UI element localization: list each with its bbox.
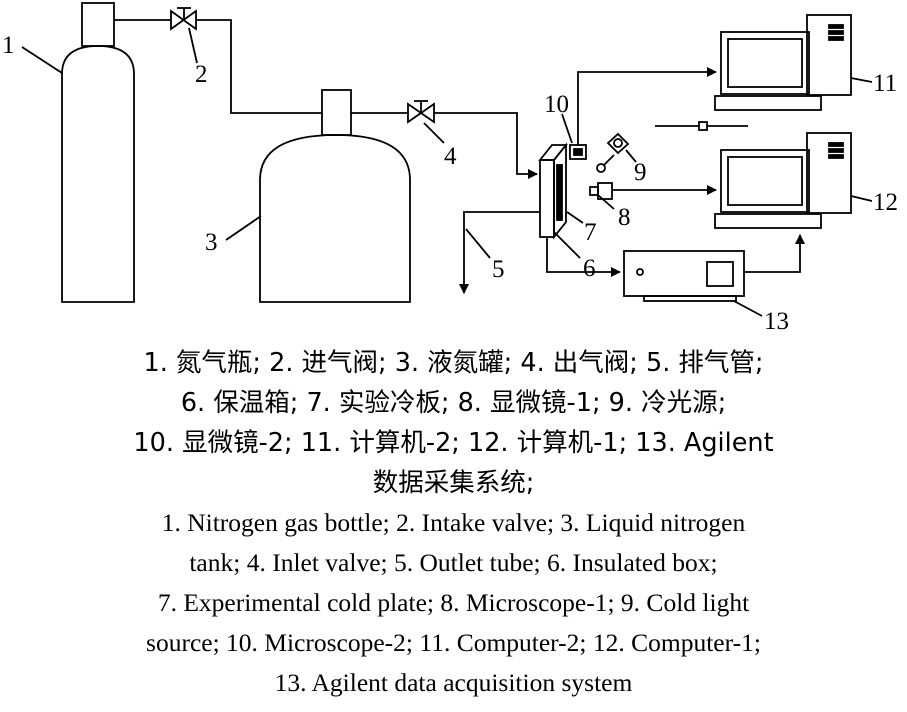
- pipe-valve-to-box: [434, 112, 538, 179]
- signal-line-box-to-agilent: [546, 237, 621, 277]
- leader-11: [850, 77, 873, 83]
- caption-zh-line-4: 数据采集系统;: [372, 468, 535, 498]
- leader-13: [733, 300, 763, 317]
- liquid-nitrogen-tank: [259, 89, 411, 303]
- signal-line-microscope2-to-computer2: [577, 67, 717, 145]
- leader-12: [850, 195, 873, 202]
- leader-5: [465, 228, 491, 259]
- caption-en-line-5: 13. Agilent data acquisition system: [274, 668, 633, 697]
- cold-light-source: [596, 132, 630, 173]
- label-9: 9: [634, 159, 647, 186]
- leader-2: [188, 27, 198, 64]
- agilent-data-acquisition: [623, 250, 745, 302]
- pipe-valve-to-dewar: [196, 19, 322, 114]
- caption-zh-line-1: 1. 氮气瓶; 2. 进气阀; 3. 液氮罐; 4. 出气阀; 5. 排气管;: [143, 348, 764, 378]
- label-10: 10: [544, 91, 569, 118]
- label-7: 7: [584, 219, 597, 246]
- label-5: 5: [492, 256, 505, 283]
- label-3: 3: [205, 229, 218, 256]
- leader-10: [561, 113, 573, 144]
- leader-8: [597, 194, 615, 210]
- caption-zh-line-2: 6. 保温箱; 7. 实验冷板; 8. 显微镜-1; 9. 冷光源;: [180, 388, 727, 418]
- label-1: 1: [2, 32, 15, 59]
- leader-7: [566, 211, 584, 224]
- leader-6: [553, 231, 581, 259]
- experimental-setup-diagram: 1 2 3 4 5 6 7 8 9 10 11 12 13: [2, 2, 898, 335]
- label-13: 13: [764, 308, 789, 335]
- leader-4: [423, 122, 445, 144]
- caption-en-line-1: 1. Nitrogen gas bottle; 2. Intake valve;…: [161, 508, 746, 537]
- label-2: 2: [195, 61, 208, 88]
- rail-connector: [655, 121, 748, 131]
- label-12: 12: [873, 189, 898, 216]
- leader-9: [625, 149, 637, 163]
- label-6: 6: [583, 255, 596, 282]
- signal-line-agilent-to-computer1: [744, 234, 805, 273]
- intake-valve: [170, 7, 197, 31]
- figure-caption: 1. 氮气瓶; 2. 进气阀; 3. 液氮罐; 4. 出气阀; 5. 排气管; …: [0, 343, 907, 703]
- label-4: 4: [444, 143, 457, 170]
- computer-2: [714, 14, 852, 111]
- leader-3: [225, 215, 262, 241]
- outlet-tube: [459, 211, 540, 294]
- label-11: 11: [873, 70, 897, 97]
- label-8: 8: [618, 204, 631, 231]
- caption-zh-line-3: 10. 显微镜-2; 11. 计算机-2; 12. 计算机-1; 13. Agi…: [133, 428, 774, 458]
- nitrogen-gas-bottle: [61, 2, 135, 303]
- leader-1: [21, 46, 63, 74]
- microscope-2: [569, 144, 587, 160]
- caption-en-line-4: source; 10. Microscope-2; 11. Computer-2…: [146, 628, 761, 657]
- microscope-1: [589, 182, 613, 200]
- insulated-box: [538, 142, 568, 240]
- inlet-valve: [407, 100, 435, 124]
- caption-en-line-3: 7. Experimental cold plate; 8. Microscop…: [157, 588, 750, 617]
- caption-en-line-2: tank; 4. Inlet valve; 5. Outlet tube; 6.…: [189, 548, 718, 577]
- computer-1: [714, 132, 852, 229]
